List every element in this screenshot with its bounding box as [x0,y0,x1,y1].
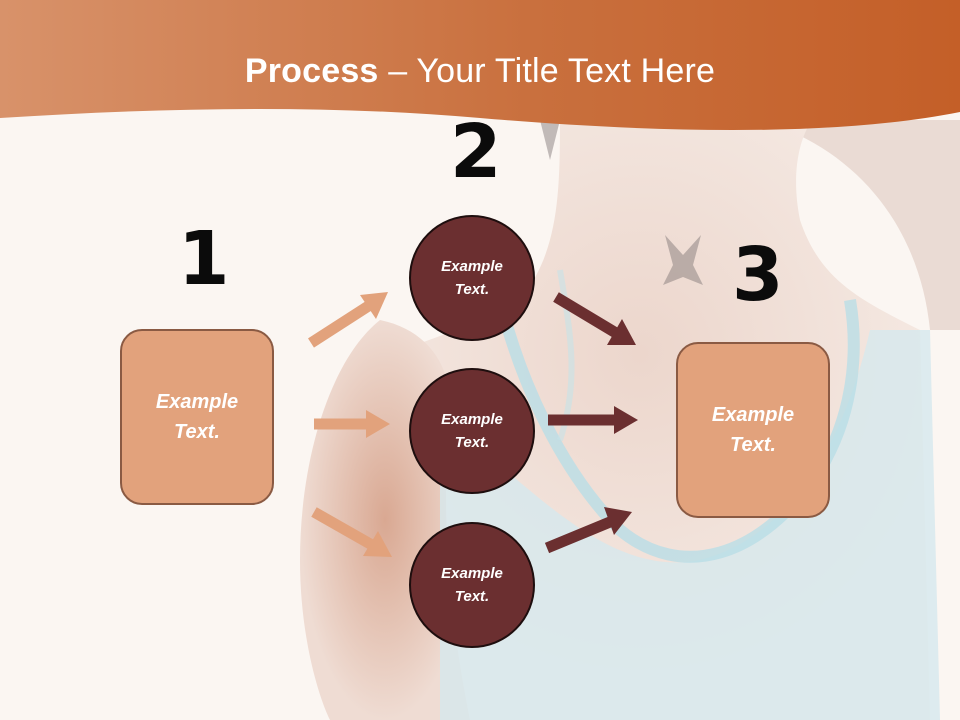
step-number-2: 2 [450,109,502,195]
header-band [0,0,960,131]
step-1-box: Example Text. [120,329,274,505]
arrow-1-to-bottom [311,507,392,557]
step-number-1: 1 [178,216,230,302]
slide-title: Process – Your Title Text Here [0,52,960,91]
arrow-1-to-top [308,292,388,348]
title-bold: Process [244,52,379,90]
step-3-text: Example Text. [711,404,795,456]
arrow-top-to-3 [553,292,636,345]
circle-middle-text: Example Text. [441,411,503,451]
arrow-bottom-to-3 [544,507,632,554]
circle-middle: Example Text. [409,368,535,494]
step-1-text: Example Text. [155,391,239,443]
step-number-3: 3 [732,232,784,318]
circle-bottom: Example Text. [409,522,535,648]
arrow-middle-to-3 [548,406,638,434]
step-3-box: Example Text. [676,342,830,518]
circle-bottom-text: Example Text. [441,565,503,605]
title-rest: – Your Title Text Here [378,52,716,90]
circle-top: Example Text. [409,215,535,341]
arrow-1-to-middle [314,410,390,438]
circle-top-text: Example Text. [441,258,503,298]
